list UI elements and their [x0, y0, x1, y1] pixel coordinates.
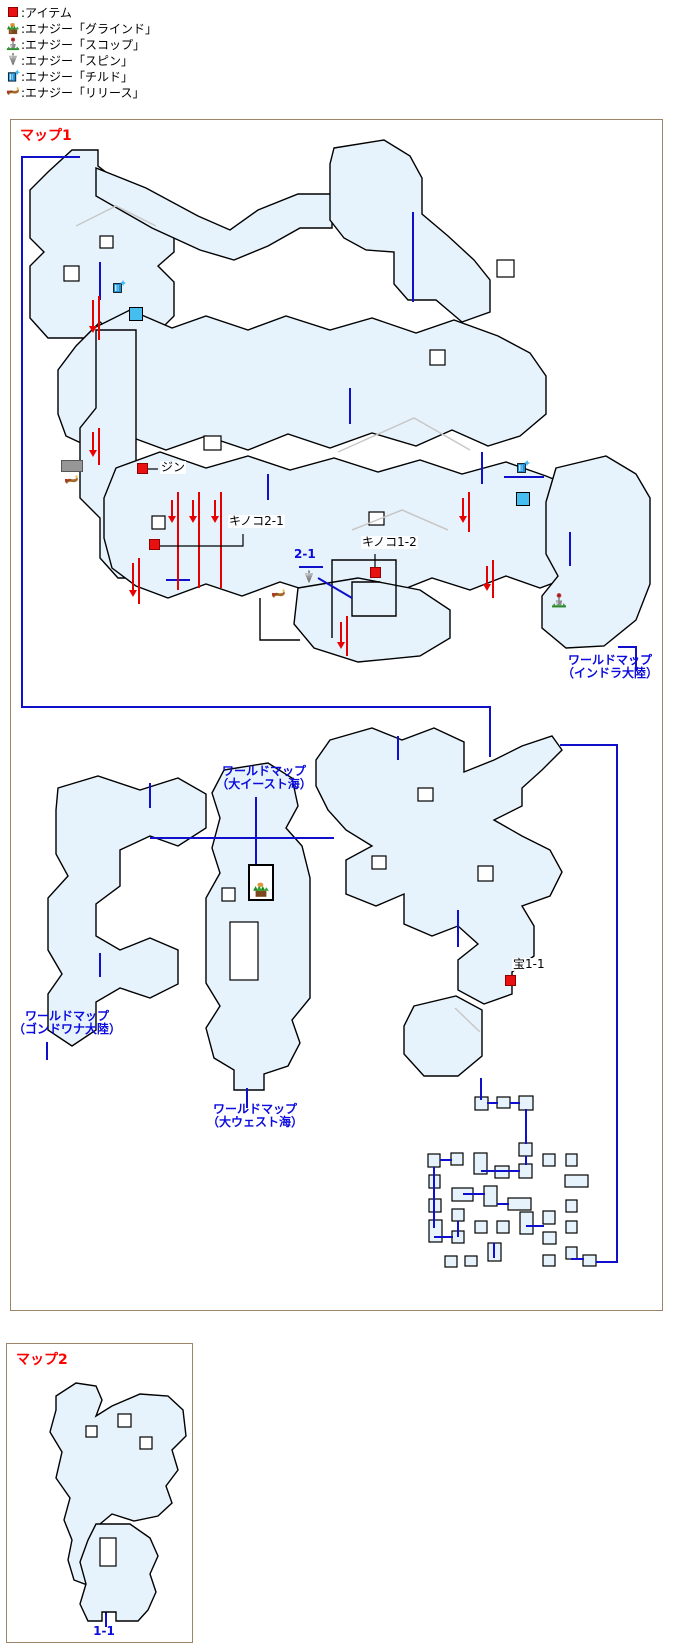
- map1-title: マップ1: [20, 128, 72, 144]
- grind-energy-icon: [248, 864, 274, 901]
- chilled-energy-icon: [111, 279, 126, 295]
- ice-block: [516, 492, 530, 506]
- legend-item-label: :アイテム: [21, 5, 72, 20]
- map2-title: マップ2: [16, 1352, 68, 1368]
- world-map-exit-label: ワールドマップ（ゴンドワナ大陸）: [12, 1009, 122, 1036]
- legend-item: :エナジー「チルド」: [4, 68, 157, 84]
- legend-item-label: :エナジー「スピン」: [21, 53, 134, 68]
- release-energy-icon: [63, 473, 80, 488]
- map-label: 2-1: [294, 547, 316, 561]
- release-energy-icon: [4, 85, 21, 100]
- release-energy-icon: [270, 587, 287, 602]
- legend-item-label: :エナジー「チルド」: [21, 69, 134, 84]
- world-map-exit-label: ワールドマップ（インドラ大陸）: [561, 653, 659, 680]
- item-marker-kinoko1-2: [370, 567, 381, 578]
- spin-energy-icon: [4, 53, 21, 68]
- gray-block: [61, 460, 83, 472]
- legend-item: :エナジー「スコップ」: [4, 36, 157, 52]
- legend-item: :エナジー「スピン」: [4, 52, 157, 68]
- ice-block: [129, 307, 143, 321]
- map-label: キノコ2-1: [228, 514, 285, 528]
- legend-item-label: :エナジー「リリース」: [21, 85, 145, 100]
- chilled-energy-icon: [4, 69, 21, 84]
- scoop-energy-icon: [551, 590, 567, 611]
- legend-item-label: :エナジー「スコップ」: [21, 37, 146, 52]
- spin-energy-icon: [302, 568, 316, 587]
- chilled-energy-icon: [515, 459, 530, 475]
- grind-energy-icon: [4, 21, 21, 36]
- map1-section: マップ1: [10, 119, 663, 1311]
- legend-item-label: :エナジー「グラインド」: [21, 21, 158, 36]
- legend-item: :エナジー「グラインド」: [4, 20, 157, 36]
- item-marker-kinoko2-1: [149, 539, 160, 550]
- item-square-icon: [4, 5, 21, 20]
- item-marker-jin: [137, 463, 148, 474]
- legend-item: :エナジー「リリース」: [4, 84, 157, 100]
- map-label: 1-1: [93, 1624, 115, 1638]
- legend-item: :アイテム: [4, 4, 157, 20]
- legend: :アイテム :エナジー「グラインド」 :エナジー「スコップ」 :エナジー「スピン…: [4, 4, 157, 100]
- scoop-energy-icon: [4, 37, 21, 52]
- world-map-exit-label: ワールドマップ（大イースト海）: [216, 764, 312, 791]
- map-label: ジン: [160, 460, 187, 474]
- item-marker-takara1-1: [505, 975, 516, 986]
- map2-section: マップ2: [6, 1343, 193, 1643]
- world-map-exit-label: ワールドマップ（大ウェスト海）: [206, 1102, 304, 1129]
- map-label: 宝1-1: [512, 957, 546, 971]
- map-label: キノコ1-2: [361, 535, 418, 549]
